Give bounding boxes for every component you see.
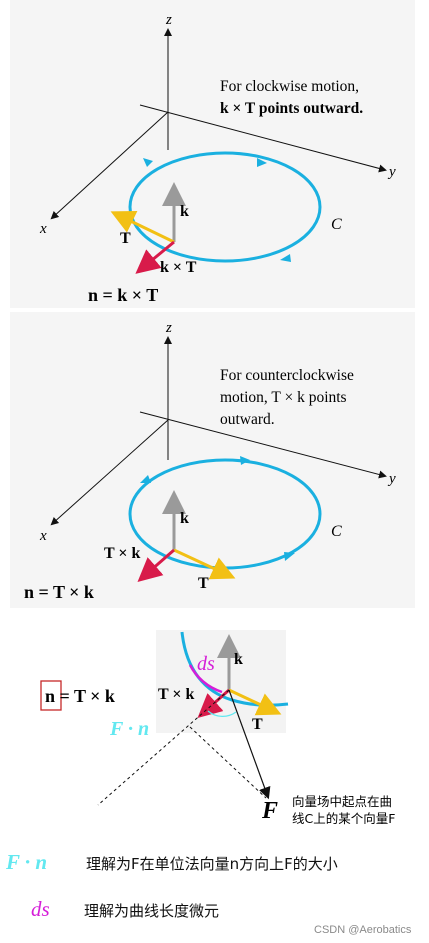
panel1-n-vector [135,240,175,274]
panel1-note-line2: k × T points outward. [220,100,363,117]
panel3-k-label: k [234,651,243,668]
panel1-z-label: z [165,12,172,28]
panel3-crop-background [156,630,286,733]
panel2-T-vector [173,548,236,580]
panel3-F-note-line2: 线C上的某个向量F [292,811,395,826]
panel3-formula: n = T × k [45,686,115,706]
panel2-formula: n = T × k [24,582,94,602]
panel1-note-line1: For clockwise motion, [220,78,359,95]
panel1-n-label: k × T [160,259,197,276]
panel2-curve-arrow-left [140,475,151,483]
note-1-text: 理解为F在单位法向量n方向上F的大小 [86,855,338,873]
panel1-y-axis [139,104,387,173]
panel3-F-dot-n-label: F · n [109,718,149,740]
panel2-x-axis [50,419,169,526]
panel1-T-label: T [120,230,131,247]
panel3-angle-arc [207,710,237,717]
panel1-y-label: y [387,164,396,180]
notes: F · n 理解为F在单位法向量n方向上F的大小 ds 理解为曲线长度微元 [5,850,338,921]
panel1-curve-arrow-right [257,158,267,167]
panel-clockwise: z y x For clockwise motion, k × T points… [10,0,415,308]
panel3-F-vector [228,689,271,800]
panel3-ds-label: ds [197,653,215,675]
panel2-n-vector [137,548,175,582]
panel1-x-label: x [39,221,47,237]
panel2-y-label: y [387,471,396,487]
panel2-note-line2: motion, T × k points [220,389,347,406]
panel3-F-note-line1: 向量场中起点在曲 [292,794,392,809]
panel3-F-label: F [261,798,278,824]
panel3-n-direction-dashed [97,689,230,806]
panel-counterclockwise: z y x For counterclockwise motion, T × k… [10,312,415,608]
panel3-ds-segment [188,664,223,694]
panel2-curve-arrow-top [240,456,250,465]
note-2-symbol: ds [31,897,50,921]
panel2-note-line2-text: motion, T × k points [220,389,347,406]
panel2-note-line1: For counterclockwise [220,367,354,384]
panel3-T-label: T [252,716,263,733]
panel1-T-vector [110,211,175,244]
panel2-y-axis [139,411,387,479]
panel1-curve-arrow-bottom [280,254,291,262]
panel3-projection-dashed [189,726,267,799]
panel2-curve-arrow-bottom [284,552,295,561]
panel2-curve-label: C [331,523,342,540]
panel2-T-label: T [198,575,209,592]
panel2-z-label: z [165,320,172,336]
panel1-k-label: k [180,203,189,220]
panel1-curve-label: C [331,216,342,233]
panel1-curve-arrow-top [143,158,153,167]
panel1-x-axis [50,111,169,220]
panel2-n-label: T × k [104,545,141,562]
note-1-symbol: F · n [5,850,47,874]
panel3-n-label: T × k [158,686,195,703]
panel2-k-label: k [180,510,189,527]
panel1-formula: n = k × T [88,285,158,305]
panel2-x-label: x [39,528,47,544]
panel2-note-line3: outward. [220,411,275,428]
watermark: CSDN @Aerobatics [314,924,412,936]
panel1-curve-c [128,151,322,263]
panel3-n-highlight-box [40,680,62,711]
panel3-T-vector [228,688,282,716]
panel-annotated: ds k T T × k n = T × k F · n F 向量场中起点在曲 … [40,630,395,826]
note-2-text: 理解为曲线长度微元 [84,902,219,920]
